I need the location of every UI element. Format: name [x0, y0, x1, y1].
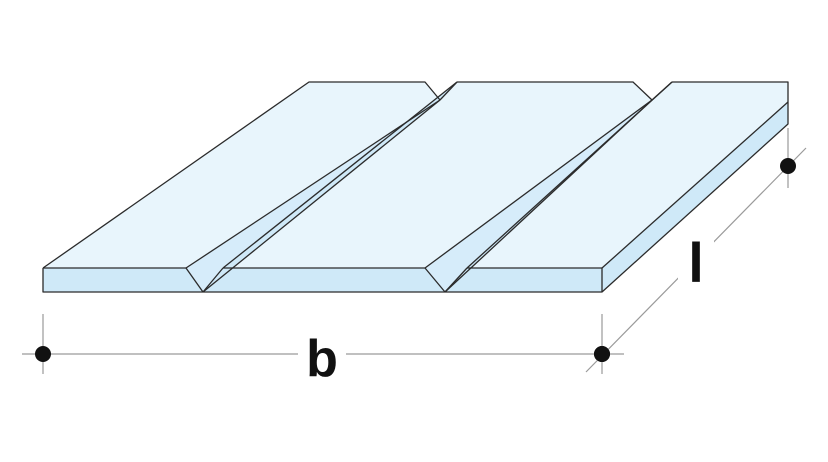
dimension-l: l: [585, 128, 807, 373]
dimension-b-label-bg: [298, 330, 346, 380]
panel-front-face-middle: [203, 268, 445, 292]
panel-side-face: [602, 102, 788, 292]
grooved-panel: [42, 81, 789, 293]
panel-top-right-segment: [467, 82, 788, 268]
panel-groove-right: [425, 100, 652, 292]
dimension-l-label-bg: [678, 232, 714, 288]
panel-front-face-right: [445, 268, 602, 292]
panel-front-face: [43, 268, 203, 292]
panel-groove-left-inner: [203, 82, 457, 292]
dimension-l-dot-bottom: [594, 346, 610, 362]
dimension-b-label: b: [306, 330, 338, 388]
dimension-b: b: [22, 314, 624, 388]
dimension-l-dot-top: [780, 158, 796, 174]
dimension-b-dot-left: [35, 346, 51, 362]
panel-outline: [42, 81, 789, 293]
panel-top-left-segment: [43, 82, 440, 268]
dimension-l-label: l: [688, 231, 704, 294]
panel-top-middle-segment: [223, 82, 652, 268]
